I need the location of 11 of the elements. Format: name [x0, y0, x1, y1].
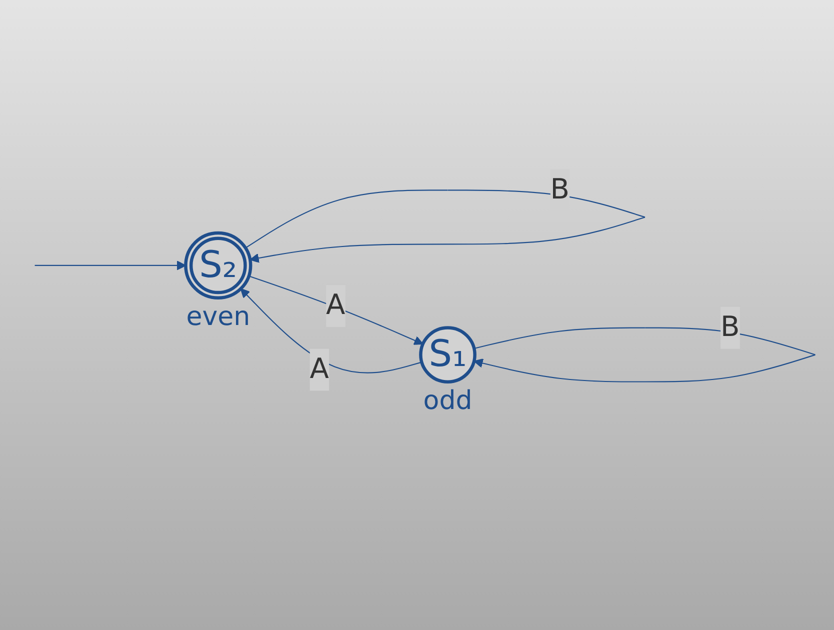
edge-label: B — [550, 174, 570, 206]
edge-label: A — [310, 353, 329, 386]
arrow — [240, 288, 422, 374]
edge-label: A — [326, 289, 346, 322]
arrow — [34, 260, 186, 270]
state-caption: odd — [423, 386, 472, 416]
arrow — [248, 276, 424, 345]
edge-label: B — [720, 311, 740, 344]
state-caption: even — [186, 302, 250, 332]
node-circle: S₁ — [419, 326, 476, 384]
node-circle: S₂ — [184, 231, 252, 300]
